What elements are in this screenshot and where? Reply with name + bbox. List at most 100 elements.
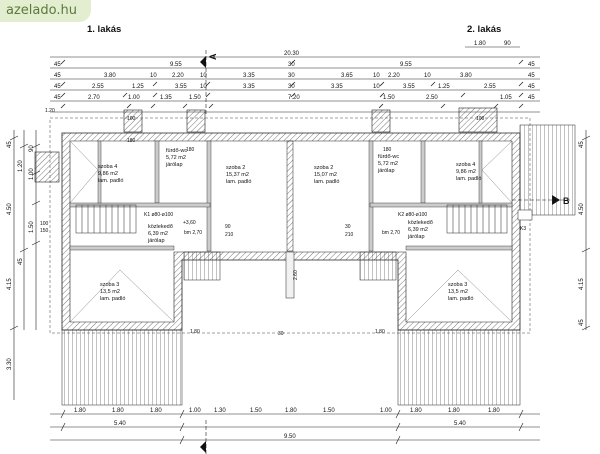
- room-8-area: 6,39 m2: [408, 227, 428, 233]
- bottom-dimension-lines: [50, 409, 540, 445]
- dim-b1-0: 1.80: [74, 408, 86, 414]
- dim-r3-6: 30: [288, 73, 295, 79]
- dim-right-1: 4.50: [579, 203, 585, 215]
- apartment-2-title: 2. lakás: [467, 24, 502, 35]
- dim-r2-4: 45: [528, 62, 535, 68]
- room-2-area: 5,72 m2: [166, 155, 186, 161]
- room-9-floor: lam. padló: [100, 296, 125, 302]
- dim-r5-4: 1.50: [189, 95, 201, 101]
- dim-left-8: 45: [18, 258, 24, 265]
- left-dimension-texts: 45 4.50 4.15 3.30 1.20 90 1.00 1.50 45: [7, 141, 35, 370]
- terraces: [61, 124, 576, 406]
- misc-100-3: 100: [40, 221, 49, 227]
- dim-r5-3: 1.35: [160, 95, 172, 101]
- misc-180-left: 1.80: [190, 329, 200, 335]
- stair-right: [446, 204, 508, 234]
- dim-b1-1: 1.80: [112, 408, 124, 414]
- dim-b1-10: 1.80: [448, 408, 460, 414]
- room-2-floor: járólap: [165, 162, 183, 168]
- top-dimension-ticks: [60, 59, 524, 109]
- room-4-area: 15,07 m2: [314, 172, 337, 178]
- dim-b1-6: 1.80: [285, 408, 297, 414]
- room-10-floor: lam. padló: [448, 296, 473, 302]
- dim-r3-8: 10: [373, 73, 380, 79]
- room-4-name: szoba 2: [314, 165, 333, 171]
- dim-r3-11: 3.80: [460, 73, 472, 79]
- dim-r5-6: 1.50: [383, 95, 395, 101]
- room-6-area: 9,86 m2: [456, 169, 476, 175]
- dim-r3-0: 45: [54, 73, 61, 79]
- dim-overall: 20.30: [284, 51, 300, 57]
- stair-left: [75, 204, 137, 234]
- dim-r4-10: 1.25: [438, 84, 450, 90]
- k3-box: [517, 209, 533, 221]
- room-3-floor: lam. padló: [226, 179, 251, 185]
- room-10-area: 13,5 m2: [448, 289, 468, 295]
- room-5-area: 5,72 m2: [378, 161, 398, 167]
- dim-b1-7: 1.50: [323, 408, 335, 414]
- apartment-1-title: 1. lakás: [87, 24, 122, 35]
- dim-r2-1: 9.55: [170, 62, 182, 68]
- site-watermark[interactable]: azelado.hu: [0, 0, 91, 22]
- room-7-area: 6,39 m2: [148, 231, 168, 237]
- vent-1-label: K1 ø80-ø100: [144, 212, 173, 218]
- dim-r4-3: 3.55: [175, 84, 187, 90]
- dim-left-3: 3.30: [7, 358, 13, 370]
- room-9-name: szoba 3: [100, 282, 119, 288]
- dim-top-small-1: 1.80: [474, 41, 486, 47]
- right-dimension-texts: 45 4.50 4.15 45: [579, 141, 585, 326]
- dim-left-6: 1.00: [29, 168, 35, 180]
- misc-210-2: 210: [345, 232, 354, 238]
- roof-outline: [49, 117, 531, 334]
- building-walls: [61, 132, 521, 331]
- misc-100-1: 100: [127, 116, 136, 122]
- dim-r4-9: 3.55: [403, 84, 415, 90]
- misc-120: 1.20: [45, 108, 55, 114]
- dim-r4-6: 30: [288, 84, 295, 90]
- dim-r4-7: 3.35: [331, 84, 343, 90]
- dim-r3-7: 3.65: [341, 73, 353, 79]
- top-dimension-texts: 1.80 90 20.30 45 9.55 30 9.55 45 45 3.80…: [54, 41, 535, 101]
- dim-r2-3: 9.55: [400, 62, 412, 68]
- dim-r5-8: 1.05: [500, 95, 512, 101]
- dim-r2-2: 30: [288, 62, 295, 68]
- dim-left-0: 45: [7, 141, 13, 148]
- dim-left-7: 1.50: [29, 221, 35, 233]
- dim-r3-10: 10: [424, 73, 431, 79]
- misc-180-right: 1.80: [375, 329, 385, 335]
- section-mark-a: A: [200, 50, 218, 454]
- misc-90-2: 30: [345, 224, 351, 230]
- dim-right-0: 45: [579, 141, 585, 148]
- room-1-name: szoba 4: [98, 164, 117, 170]
- dim-top-small-2: 90: [504, 41, 511, 47]
- misc-260: 2.60: [293, 270, 299, 280]
- dim-r4-8: 10: [373, 84, 380, 90]
- stair-level-label: +3,60: [183, 220, 196, 226]
- room-7-floor: járólap: [147, 238, 165, 244]
- misc-150: 150: [40, 228, 49, 234]
- section-a-label: A: [208, 53, 218, 60]
- room-5-floor: járólap: [377, 168, 395, 174]
- room-2-name: fürdő-wc: [166, 148, 187, 154]
- bm-2-label: bm 2,70: [382, 230, 400, 236]
- room-6-name: szoba 4: [456, 162, 475, 168]
- dim-b3: 9.50: [284, 434, 296, 440]
- dim-r4-0: 45: [54, 84, 61, 90]
- dim-r4-12: 45: [528, 84, 535, 90]
- dim-right-2: 4.15: [579, 278, 585, 290]
- roof-hip-lines: [69, 140, 513, 323]
- dim-r3-1: 3.80: [104, 73, 116, 79]
- dim-r4-11: 2.55: [484, 84, 496, 90]
- dim-b1-4: 1.30: [214, 408, 226, 414]
- bm-1-label: bm 2,70: [184, 230, 202, 236]
- room-3-name: szoba 2: [226, 165, 245, 171]
- dim-b2-1: 5.40: [454, 421, 466, 427]
- dim-r3-4: 10: [200, 73, 207, 79]
- dim-r2-0: 45: [54, 62, 61, 68]
- dim-r4-2: 1.25: [132, 84, 144, 90]
- dim-right-3: 45: [579, 319, 585, 326]
- dim-r3-12: 45: [528, 73, 535, 79]
- room-3-area: 15,37 m2: [226, 172, 249, 178]
- dim-b1-2: 1.80: [150, 408, 162, 414]
